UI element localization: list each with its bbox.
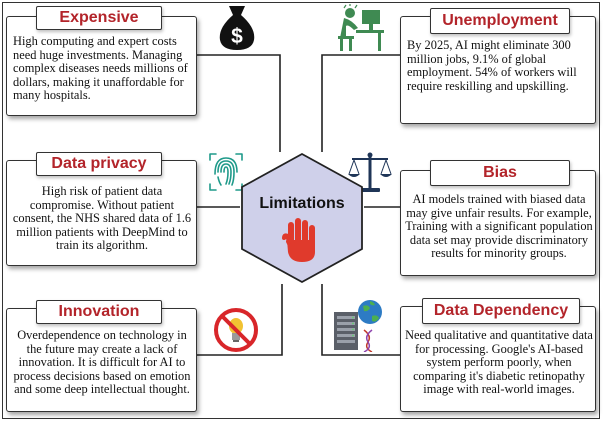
scales-icon	[348, 152, 392, 192]
card-data-privacy-title: Data privacy	[36, 152, 162, 176]
card-data-dependency-text: Need qualitative and quantitative data f…	[405, 328, 593, 397]
stop-hand-icon	[282, 218, 315, 262]
hub-label: Limitations	[259, 195, 345, 212]
connector-innovation	[197, 284, 283, 356]
card-innovation-title: Innovation	[36, 300, 162, 324]
card-unemployment-title: Unemployment	[430, 8, 570, 34]
card-data-dependency-title: Data Dependency	[422, 298, 580, 324]
connector-unemployment	[321, 54, 400, 152]
card-expensive: High computing and expert costs need hug…	[6, 16, 197, 116]
card-expensive-text: High computing and expert costs need hug…	[13, 34, 188, 103]
money-bag-icon: $	[219, 6, 255, 50]
card-bias: AI models trained with biased data may g…	[400, 170, 596, 276]
card-bias-title: Bias	[430, 160, 570, 186]
connector-expensive	[197, 54, 281, 152]
card-innovation: Overdependence on technology in the futu…	[6, 308, 197, 412]
card-unemployment-text: By 2025, AI might eliminate 300 million …	[407, 38, 577, 93]
card-expensive-title: Expensive	[36, 6, 162, 30]
limitations-hexagon	[241, 152, 363, 284]
stressed-worker-icon	[338, 4, 384, 51]
no-lightbulb-icon	[214, 308, 258, 352]
card-bias-text: AI models trained with biased data may g…	[405, 192, 593, 261]
card-innovation-text: Overdependence on technology in the futu…	[13, 328, 191, 397]
card-data-privacy-text: High risk of patient data compromise. Wi…	[12, 184, 192, 253]
svg-text:$: $	[231, 25, 243, 48]
fingerprint-icon	[209, 153, 243, 191]
server-globe-icon	[334, 300, 382, 352]
connector-data-dependency	[321, 284, 400, 356]
